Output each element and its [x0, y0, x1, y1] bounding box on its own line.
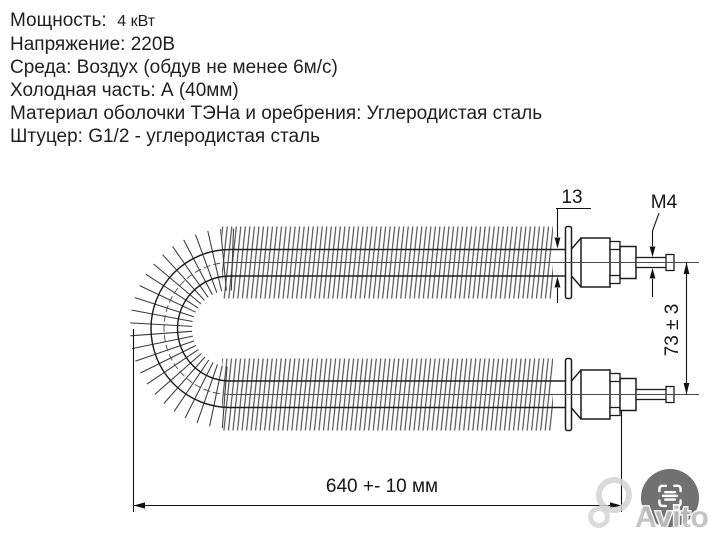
- spec-line-material: Материал оболочки ТЭНа и оребрения: Угле…: [10, 103, 543, 124]
- spec-line-medium: Среда: Воздух (обдув не менее 6м/с): [10, 57, 338, 78]
- dim-label-13: 13: [561, 187, 582, 208]
- spec-power-label: Мощность:: [10, 10, 107, 31]
- cone-bottom: [570, 369, 582, 420]
- collar-tab: [609, 240, 621, 251]
- bend-tube: [150, 248, 231, 409]
- scan-button[interactable]: [641, 469, 699, 527]
- collar-tab: [609, 372, 621, 383]
- dim-label-m4: M4: [651, 192, 678, 213]
- spec-line-power: Мощность: 4 кВт: [10, 9, 542, 33]
- dim-label-73: 73 ± 3: [662, 304, 683, 357]
- spec-line-cold-zone: Холодная часть: А (40мм): [10, 80, 239, 101]
- dim-label-640: 640 +- 10 мм: [326, 476, 438, 497]
- dimension-thread: M4: [649, 192, 678, 297]
- spec-line-fitting: Штуцер: G1/2 - углеродистая сталь: [10, 126, 321, 147]
- collar-tab: [609, 406, 621, 417]
- tube-walls: [230, 248, 566, 409]
- spec-block: Мощность: 4 кВт Напряжение: 220В Среда: …: [10, 9, 542, 148]
- dimension-terminal-spacing: 73 ± 3: [662, 262, 690, 395]
- centerlines: [230, 262, 699, 395]
- dimension-overall-length: 640 +- 10 мм: [132, 329, 623, 512]
- cone-top: [570, 237, 582, 288]
- dimension-tube-diameter: 13: [554, 187, 591, 303]
- scan-text-icon: [658, 484, 682, 508]
- bend-radial-fins: [130, 228, 235, 429]
- spec-power-value: 4 кВт: [117, 13, 156, 30]
- collar-tab: [609, 274, 621, 285]
- spec-line-voltage: Напряжение: 220В: [10, 34, 176, 55]
